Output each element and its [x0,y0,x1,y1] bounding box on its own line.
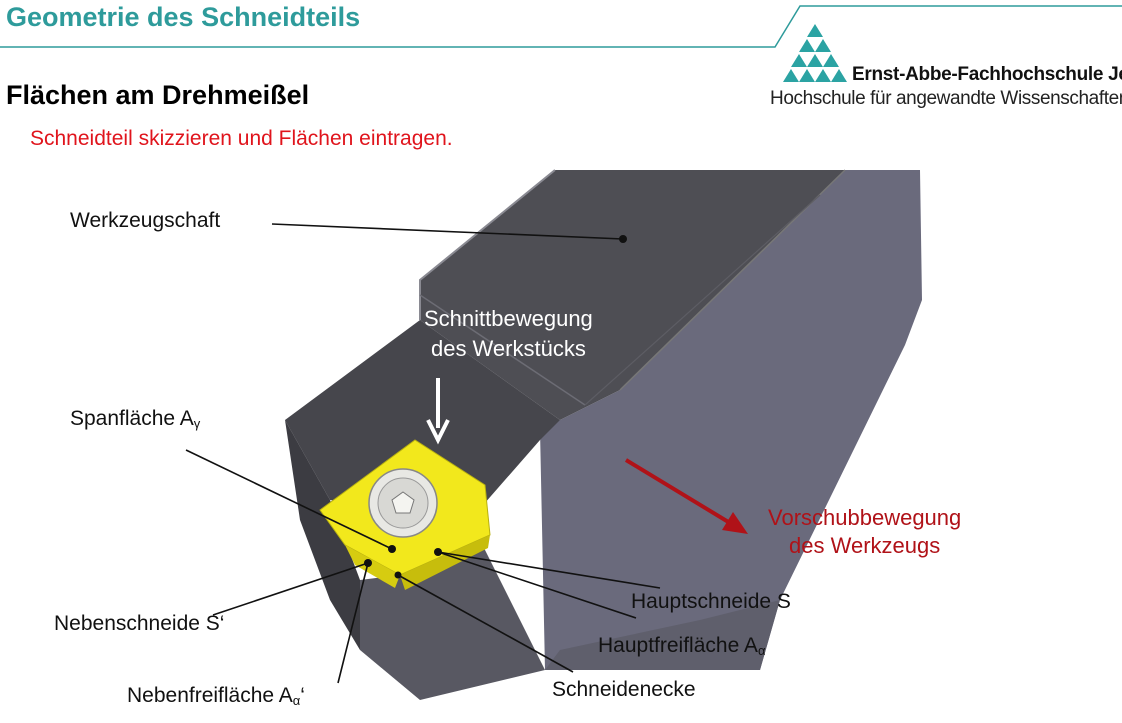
label-feed-motion: Vorschubbewegung des Werkzeugs [768,504,961,560]
leader-lines [185,223,661,684]
label-cut-motion-line1: Schnittbewegung [424,306,593,331]
feed-motion-arrow-icon [624,458,748,534]
logo-subtitle: Hochschule für angewandte Wissenschaften [770,88,1122,109]
label-feed-motion-line2: des Werkzeugs [789,533,941,558]
shank-top-face [420,170,845,420]
head-front-face [285,420,360,650]
logo-name: Ernst-Abbe-Fachhochschule Jena [852,64,1122,85]
triangle-logo-icon [783,24,847,82]
turning-tool-illustration [285,169,922,700]
task-instruction: Schneidteil skizzieren und Flächen eintr… [30,127,453,150]
label-minor-flank-suffix: ‘ [300,684,305,707]
label-main-flank: Hauptfreifläche Aα [598,634,765,658]
label-main-edge: Hauptschneide S [631,590,791,613]
label-minor-flank-sub: α [292,693,301,708]
header-line [0,5,1122,48]
label-rake-face-text: Spanfläche A [70,407,194,430]
label-minor-flank: Nebenfreifläche Aα‘ [127,684,305,708]
label-corner: Schneidenecke [552,678,696,701]
head-lower-face [360,520,545,700]
slide-title: Geometrie des Schneidteils [6,2,361,32]
label-cut-motion-line2: des Werkstücks [430,336,586,361]
label-main-flank-text: Hauptfreifläche A [598,634,758,657]
label-cut-motion: Schnittbewegung des Werkstücks [424,304,593,364]
section-heading: Flächen am Drehmeißel [6,80,310,110]
label-rake-face-sub: γ [193,416,201,431]
cut-motion-arrow-icon [426,378,450,445]
head-top-face [285,320,560,520]
label-feed-motion-line1: Vorschubbewegung [768,505,962,530]
label-shank: Werkzeugschaft [70,209,221,232]
label-minor-flank-text: Nebenfreifläche A [127,684,293,707]
label-rake-face: Spanfläche Aγ [70,407,200,431]
shank-side-face [540,170,922,670]
label-minor-edge: Nebenschneide S‘ [54,612,225,635]
label-main-flank-sub: α [757,643,766,658]
